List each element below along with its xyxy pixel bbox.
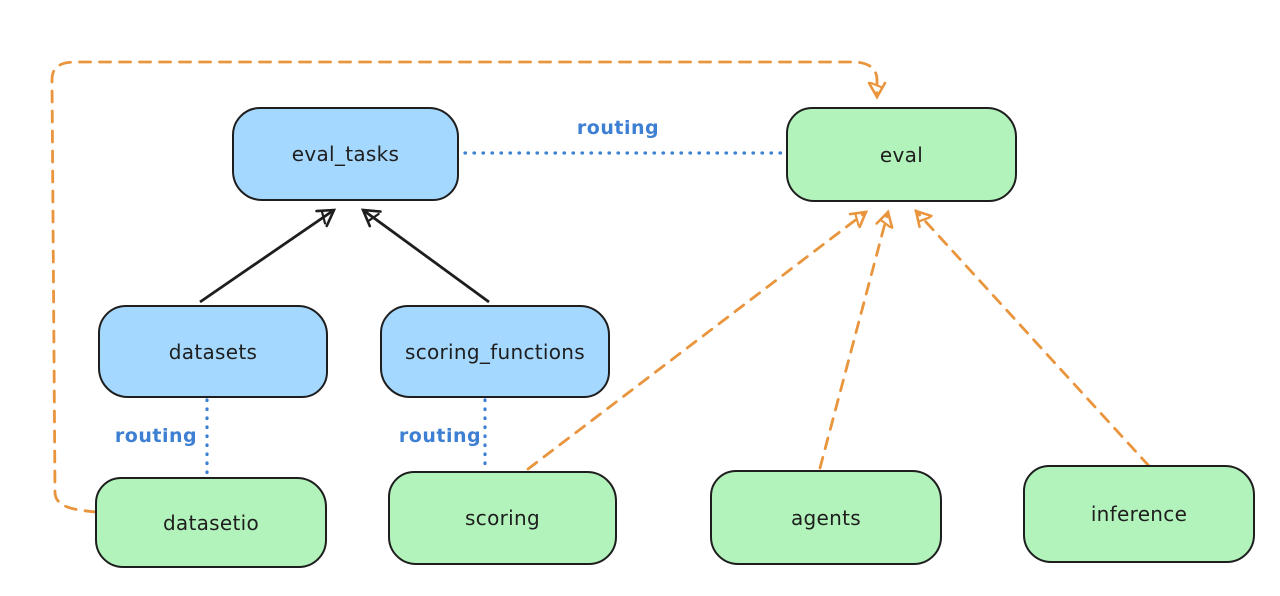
- node-agents-label: agents: [791, 505, 861, 530]
- node-scoring-functions-label: scoring_functions: [404, 339, 586, 364]
- node-datasetio-label: datasetio: [162, 510, 260, 535]
- edge-label-routing-top: routing: [576, 117, 660, 139]
- edge-datasetio-to-eval: [50, 60, 887, 514]
- node-datasets-label: datasets: [168, 339, 258, 364]
- node-eval-tasks-label: eval_tasks: [291, 142, 400, 166]
- node-agents: agents: [710, 470, 942, 565]
- edge-datasets-to-eval-tasks: [199, 208, 337, 304]
- edge-scoring-to-eval: [526, 210, 869, 471]
- node-inference: inference: [1023, 465, 1255, 563]
- node-datasets: datasets: [98, 305, 328, 398]
- edge-label-routing-scoring: routing: [398, 425, 482, 447]
- edge-label-routing-datasets: routing: [114, 425, 198, 447]
- edge-inference-to-eval: [914, 209, 1151, 468]
- node-eval-label: eval: [879, 142, 924, 167]
- node-eval: eval: [786, 107, 1017, 202]
- node-scoring: scoring: [388, 471, 617, 565]
- node-scoring-label: scoring: [465, 506, 540, 530]
- node-inference-label: inference: [1090, 502, 1188, 526]
- node-eval-tasks: eval_tasks: [232, 107, 459, 201]
- node-scoring-functions: scoring_functions: [380, 305, 610, 398]
- node-datasetio: datasetio: [95, 477, 327, 568]
- edge-scoring-functions-to-eval-tasks: [360, 208, 490, 304]
- edge-agents-to-eval: [818, 209, 894, 470]
